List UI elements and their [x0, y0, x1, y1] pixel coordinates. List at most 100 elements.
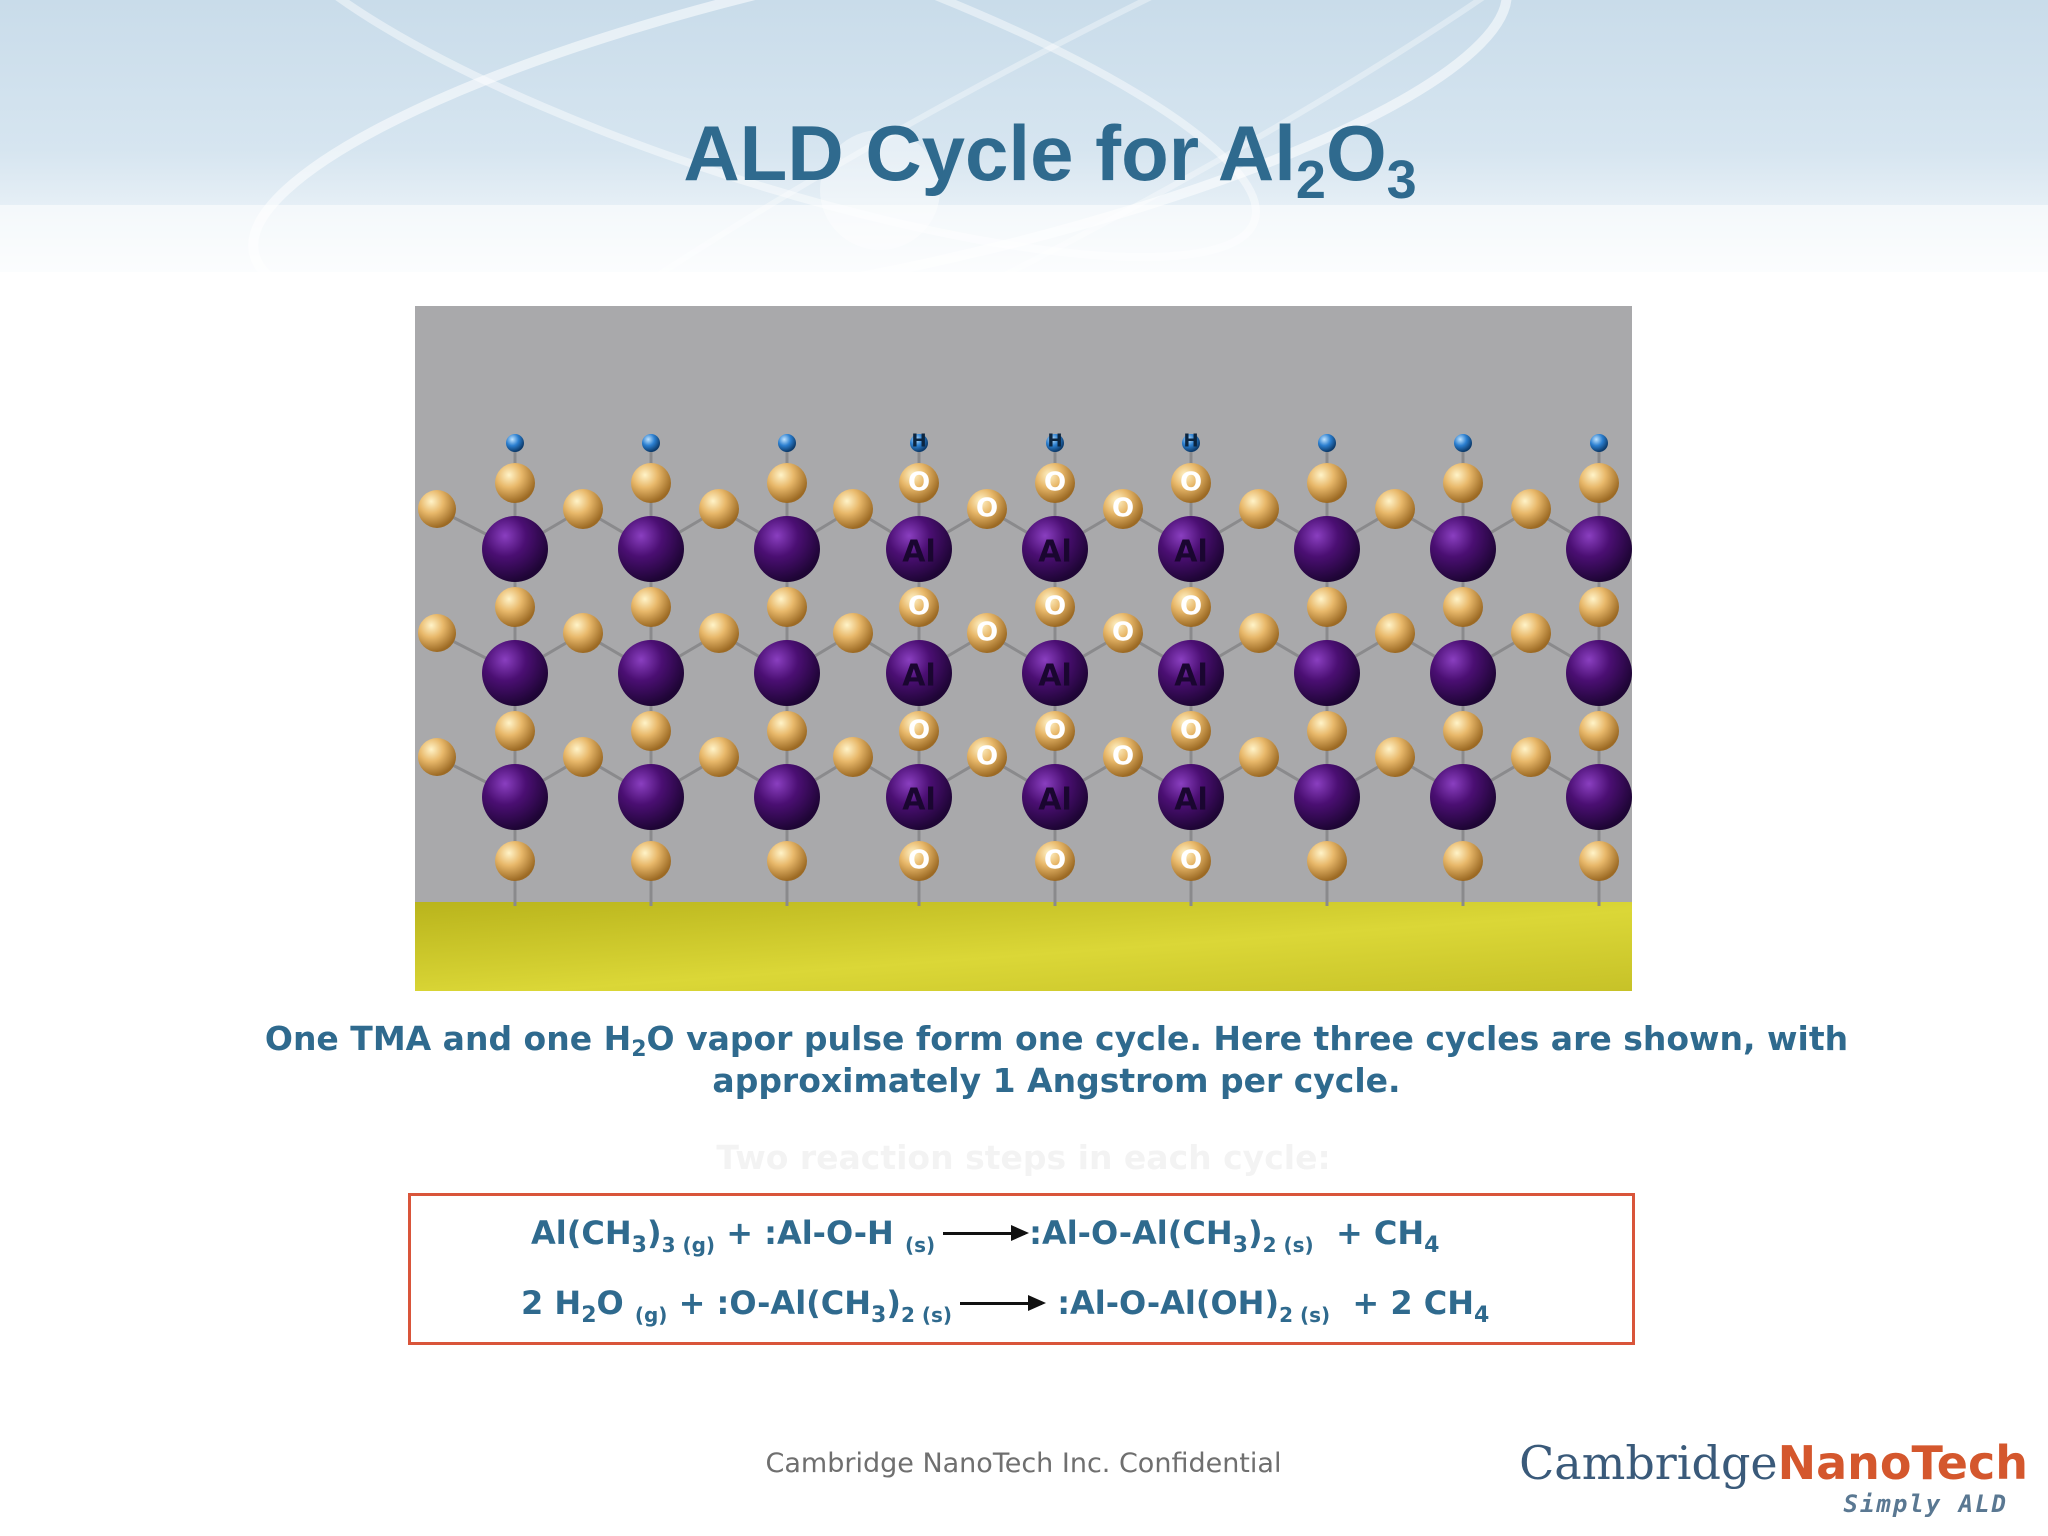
aluminum-atom [1566, 640, 1632, 706]
oxygen-atom-label: O [1044, 846, 1066, 876]
slide-title: ALD Cycle for Al2O3 [0, 108, 2048, 207]
oxygen-atom [631, 841, 671, 881]
oxygen-atom [563, 489, 603, 529]
hydrogen-atom [1318, 434, 1336, 452]
confidential-footer: Cambridge NanoTech Inc. Confidential [765, 1448, 1282, 1479]
equation-1: Al(CH3)3 (g) + :Al-O-H (s):Al-O-Al(CH3)2… [531, 1214, 1440, 1258]
oxygen-atom: O [1171, 711, 1211, 751]
oxygen-atom [833, 613, 873, 653]
hydrogen-atom: H [1182, 430, 1200, 452]
aluminum-atom [1294, 516, 1360, 582]
oxygen-atom: O [899, 841, 939, 881]
aluminum-atom [618, 516, 684, 582]
oxygen-atom [418, 614, 456, 652]
caption-text-1: One TMA and one H [264, 1019, 632, 1058]
reaction-arrow-2 [960, 1294, 1047, 1311]
oxygen-atom [1239, 613, 1279, 653]
hydrogen-atom: H [910, 430, 928, 452]
oxygen-atom-label: O [1180, 468, 1202, 498]
oxygen-atom [495, 463, 535, 503]
oxygen-atom: O [1103, 489, 1143, 529]
oxygen-atom: O [1103, 613, 1143, 653]
hydrogen-atom [642, 434, 660, 452]
company-logo: CambridgeNanoTech Simply ALD [1519, 1436, 2028, 1518]
aluminum-atom [482, 516, 548, 582]
aluminum-atom: Al [1022, 640, 1088, 706]
oxygen-atom-label: O [1112, 618, 1134, 648]
oxygen-atom-label: O [1180, 716, 1202, 746]
oxygen-atom [1511, 737, 1551, 777]
aluminum-atom: Al [886, 764, 952, 830]
aluminum-atom [1294, 640, 1360, 706]
caption-subscript: 2 [631, 1037, 647, 1062]
oxygen-atom [1307, 463, 1347, 503]
oxygen-atom [699, 613, 739, 653]
oxygen-atom: O [1171, 841, 1211, 881]
oxygen-atom-label: O [908, 846, 930, 876]
aluminum-atom [482, 640, 548, 706]
aluminum-atom-label: Al [1038, 659, 1072, 694]
aluminum-atom [1294, 764, 1360, 830]
aluminum-atom: Al [886, 516, 952, 582]
aluminum-atom-label: Al [902, 535, 936, 570]
aluminum-atom-label: Al [1038, 535, 1072, 570]
oxygen-atom: O [899, 463, 939, 503]
oxygen-atom-label: O [1112, 494, 1134, 524]
oxygen-atom-label: O [1044, 468, 1066, 498]
oxygen-atom: O [967, 613, 1007, 653]
oxygen-atom-label: O [908, 592, 930, 622]
oxygen-atom-label: O [976, 494, 998, 524]
oxygen-atom: O [1035, 463, 1075, 503]
oxygen-atom [767, 587, 807, 627]
reaction-arrow-1 [943, 1224, 1030, 1241]
hydrogen-atom [506, 434, 524, 452]
aluminum-atom [754, 764, 820, 830]
oxygen-atom [563, 737, 603, 777]
oxygen-atom [631, 711, 671, 751]
oxygen-atom [1307, 841, 1347, 881]
aluminum-atom: Al [1022, 764, 1088, 830]
oxygen-atom: O [1035, 841, 1075, 881]
oxygen-atom [1443, 587, 1483, 627]
aluminum-atom: Al [1158, 516, 1224, 582]
hydrogen-atom [1454, 434, 1472, 452]
aluminum-atom-label: Al [1038, 783, 1072, 818]
oxygen-atom [631, 463, 671, 503]
hydrogen-atom [778, 434, 796, 452]
header-banner [0, 0, 2048, 272]
oxygen-atom-label: O [1180, 846, 1202, 876]
oxygen-atom: O [899, 711, 939, 751]
title-subscript-2: 2 [1295, 150, 1326, 210]
oxygen-atom: O [1035, 711, 1075, 751]
aluminum-atom [482, 764, 548, 830]
oxygen-atom: O [899, 587, 939, 627]
oxygen-atom-label: O [1044, 592, 1066, 622]
oxygen-atom [833, 489, 873, 529]
oxygen-atom [495, 841, 535, 881]
oxygen-atom [699, 737, 739, 777]
aluminum-atom-label: Al [1174, 783, 1208, 818]
oxygen-atom: O [967, 489, 1007, 529]
aluminum-atom [1566, 764, 1632, 830]
oxygen-atom [833, 737, 873, 777]
oxygen-atom [767, 841, 807, 881]
caption: One TMA and one H2O vapor pulse form one… [0, 1018, 2048, 1102]
orbit-decoration [0, 0, 2048, 272]
oxygen-atom [631, 587, 671, 627]
oxygen-atom [1239, 489, 1279, 529]
oxygen-atom [1375, 613, 1415, 653]
aluminum-atom [1430, 640, 1496, 706]
oxygen-atom-label: O [908, 716, 930, 746]
title-subscript-3: 3 [1386, 150, 1417, 210]
logo-part-1: Cambridge [1519, 1436, 1778, 1490]
hydrogen-atom [1590, 434, 1608, 452]
oxygen-atom [1375, 489, 1415, 529]
aluminum-atom [618, 640, 684, 706]
reaction-equations-box: Al(CH3)3 (g) + :Al-O-H (s):Al-O-Al(CH3)2… [408, 1193, 1635, 1345]
aluminum-atom-label: Al [902, 783, 936, 818]
oxygen-atom [767, 463, 807, 503]
oxygen-atom [1307, 587, 1347, 627]
oxygen-atom-label: O [1044, 716, 1066, 746]
